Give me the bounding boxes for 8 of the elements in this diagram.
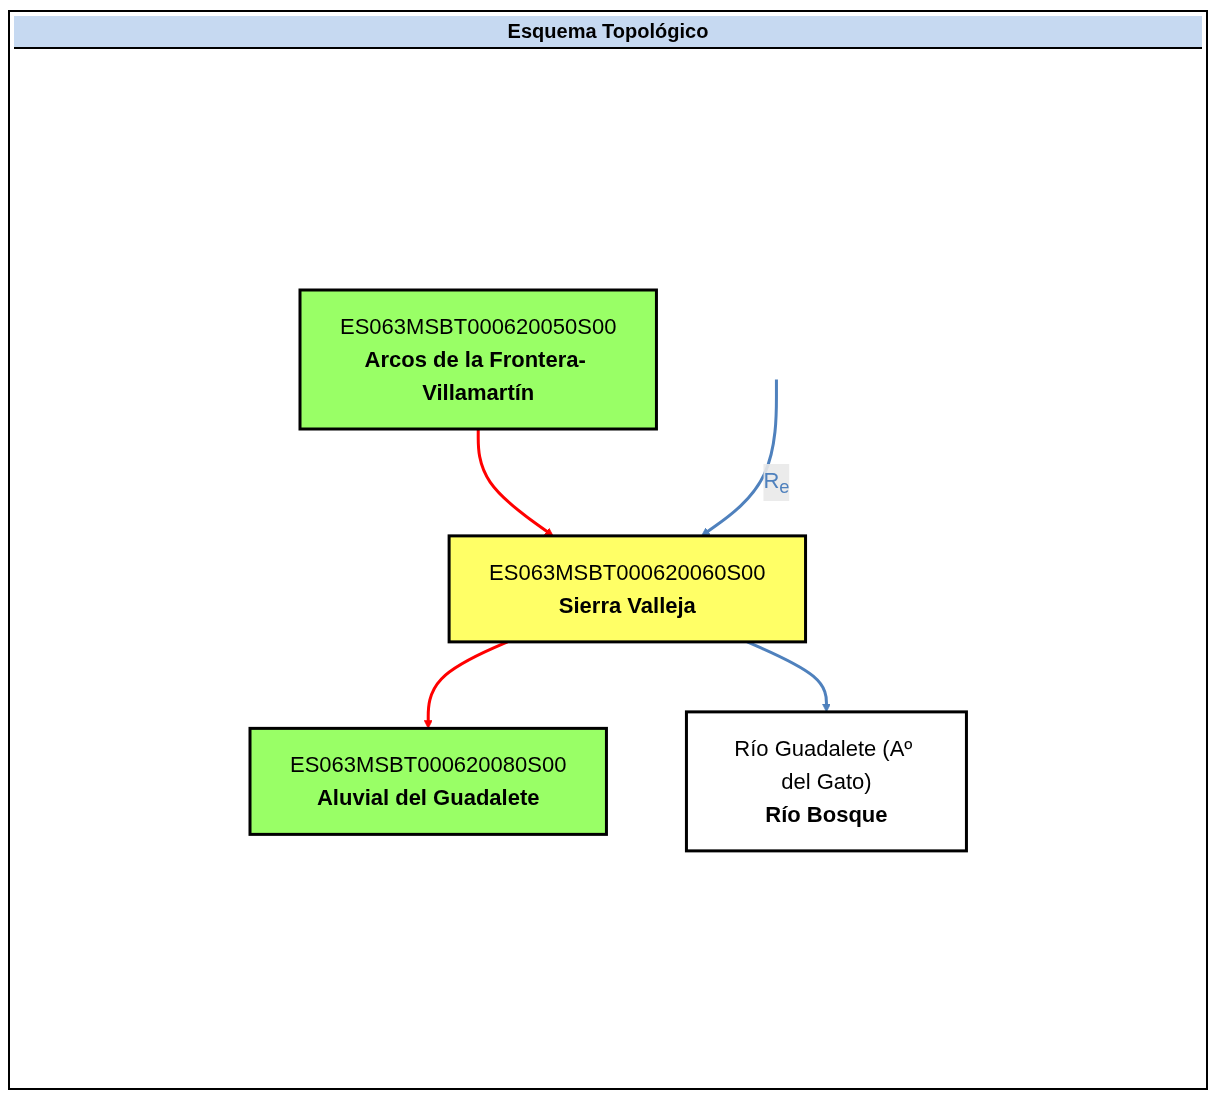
node-box: ES063MSBT000620050S00 Arcos de la Frontera- Villamartín xyxy=(298,288,658,431)
title-bar: Esquema Topológico xyxy=(14,16,1202,49)
node-box: Río Guadalete (Aº del Gato) Río Bosque xyxy=(684,709,968,852)
node-box: ES063MSBT000620060S00 Sierra Valleja xyxy=(447,533,807,643)
arrow xyxy=(476,428,554,536)
edge-label: R$_{e}$ xyxy=(763,467,790,497)
node-box: ES063MSBT000620080S00 Aluvial del Guadalete xyxy=(248,726,608,836)
arrow xyxy=(700,379,778,536)
